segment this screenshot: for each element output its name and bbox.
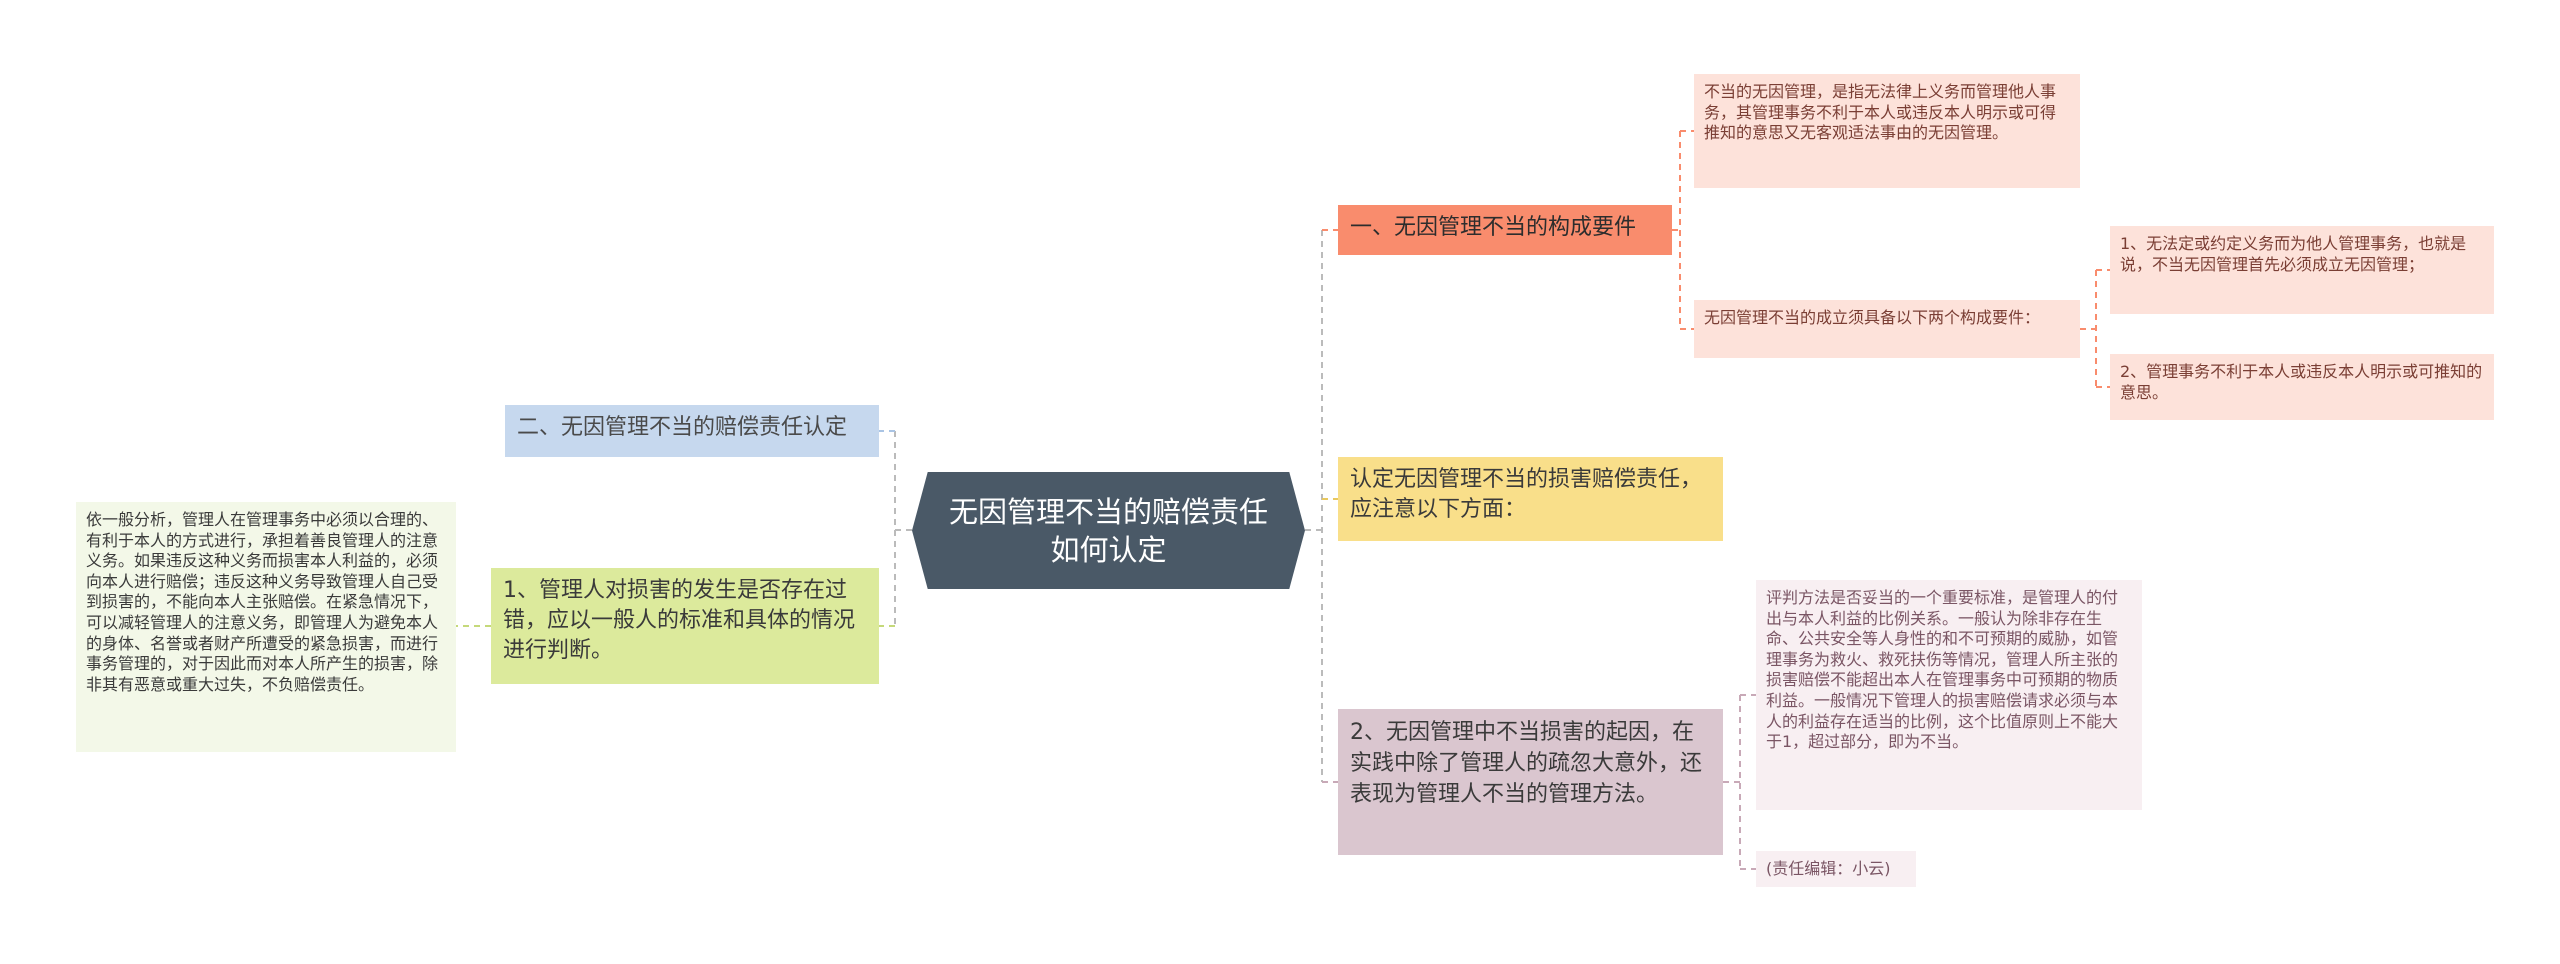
note-element-2[interactable]: 2、管理事务不利于本人或违反本人明示或可推知的意思。 bbox=[2110, 354, 2494, 420]
note-improper-management-definition[interactable]: 不当的无因管理，是指无法律上义务而管理他人事务，其管理事务不利于本人或违反本人明… bbox=[1694, 74, 2080, 188]
connector-a3-trunk bbox=[1723, 695, 1741, 869]
connector-n2-trunk bbox=[2080, 270, 2097, 387]
connector-a1-trunk bbox=[1672, 131, 1681, 329]
branch-liability-determination[interactable]: 二、无因管理不当的赔偿责任认定 bbox=[505, 405, 879, 457]
note-editor[interactable]: (责任编辑：小云) bbox=[1756, 851, 1916, 887]
branch-composition-elements[interactable]: 一、无因管理不当的构成要件 bbox=[1338, 205, 1672, 255]
branch-cause-of-improper-damage[interactable]: 2、无因管理中不当损害的起因，在实践中除了管理人的疏忽大意外，还表现为管理人不当… bbox=[1338, 709, 1723, 855]
branch-fault-judgement[interactable]: 1、管理人对损害的发生是否存在过错，应以一般人的标准和具体的情况进行判断。 bbox=[491, 568, 879, 684]
note-element-1[interactable]: 1、无法定或约定义务而为他人管理事务，也就是说，不当无因管理首先必须成立无因管理… bbox=[2110, 226, 2494, 314]
note-proportion-standard[interactable]: 评判方法是否妥当的一个重要标准，是管理人的付出与本人利益的比例关系。一般认为除非… bbox=[1756, 580, 2142, 810]
central-topic[interactable]: 无因管理不当的赔偿责任如何认定 bbox=[912, 472, 1305, 589]
note-two-elements-intro[interactable]: 无因管理不当的成立须具备以下两个构成要件： bbox=[1694, 300, 2080, 358]
branch-damage-liability-notice[interactable]: 认定无因管理不当的损害赔偿责任，应注意以下方面： bbox=[1338, 457, 1723, 541]
note-general-analysis[interactable]: 依一般分析，管理人在管理事务中必须以合理的、有利于本人的方式进行，承担着善良管理… bbox=[76, 502, 456, 752]
